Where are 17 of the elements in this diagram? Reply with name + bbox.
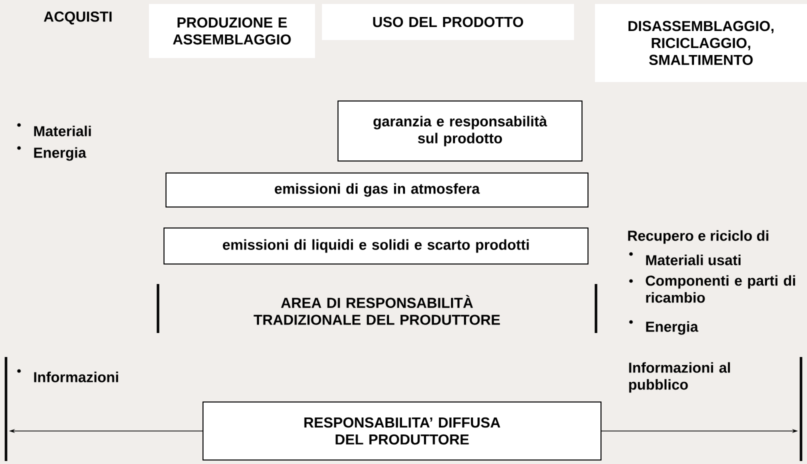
label-text: Materiali (34, 126, 91, 136)
label-text: Componenti e parti di ricambio (646, 275, 796, 303)
text-box: emissioni di gas in atmosfera (166, 172, 588, 208)
label-text: Materiali usati (646, 254, 740, 266)
stage-header: DISASSEMBLAGGIO, RICICLAGGIO, SMALTIMENTO (595, 4, 807, 82)
label-text: ACQUISTI (44, 12, 112, 24)
label-text: Informazioni (34, 372, 118, 382)
label-text: Energia (34, 147, 86, 161)
text-box: emissioni di liquidi e solidi e scarto prodotti (164, 228, 588, 264)
label-text: Informazioni al pubblico (629, 362, 730, 393)
label-text: Recupero e riciclo di (628, 230, 768, 244)
stage-header: USO DEL PRODOTTO (322, 4, 574, 40)
stage-header: PRODUZIONE E ASSEMBLAGGIO (149, 4, 315, 58)
label-text: Energia (646, 321, 698, 335)
text-box: RESPONSABILITA’ DIFFUSA DEL PRODUTTORE (202, 402, 602, 460)
text-box: garanzia e responsabilità sul prodotto (338, 100, 582, 162)
label-text: AREA DI RESPONSABILITÀ TRADIZIONALE DEL PRODUTTORE (254, 295, 500, 325)
